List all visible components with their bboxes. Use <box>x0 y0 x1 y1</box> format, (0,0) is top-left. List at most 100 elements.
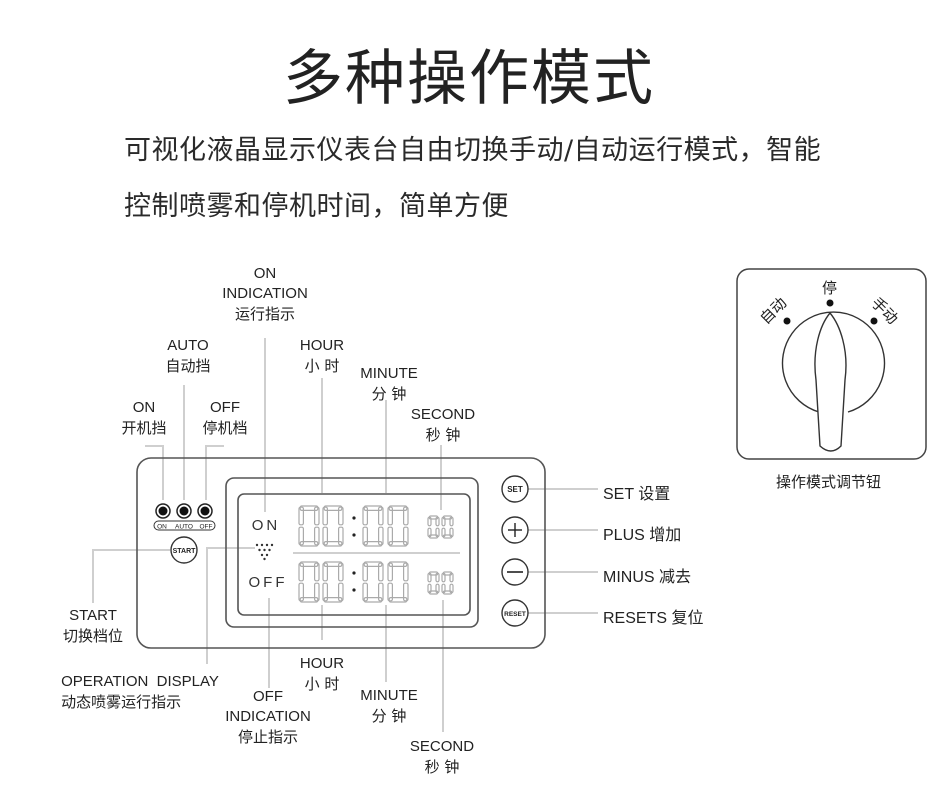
segment <box>298 506 305 526</box>
segment <box>435 572 440 583</box>
segment <box>363 540 383 547</box>
segment <box>338 562 344 582</box>
segment <box>363 505 383 512</box>
display-off-label: OFF <box>249 574 288 591</box>
segment <box>323 540 343 547</box>
segment <box>298 526 305 546</box>
segment <box>388 596 408 603</box>
callout-set: SET 设置 <box>603 486 671 503</box>
callout-on-indication: ON INDICATION 运行指示 <box>222 265 308 323</box>
digit-bottom-minute-2 <box>387 561 409 603</box>
callout-off-indication: OFF INDICATION 停止指示 <box>225 688 311 746</box>
description-line-2: 控制喷雾和停机时间，简单方便 <box>124 191 509 222</box>
segment <box>323 596 343 603</box>
leader-start <box>92 549 170 603</box>
segment <box>363 561 383 568</box>
segment <box>322 506 329 526</box>
segment <box>428 590 439 595</box>
segment <box>442 534 453 539</box>
knob-dot-manual <box>870 317 878 325</box>
indicator-label-strip <box>153 520 216 531</box>
segment <box>435 516 440 527</box>
callout-auto: AUTO 自动挡 <box>165 337 211 375</box>
digit-bottom-second-2 <box>441 571 454 595</box>
segment <box>323 505 343 512</box>
panel-outer-frame <box>136 457 546 649</box>
indicator-lights: ON AUTO OFF <box>153 503 216 531</box>
segment <box>387 526 394 546</box>
callout-operation-display: OPERATION DISPLAY 动态喷雾运行指示 <box>61 673 219 711</box>
segment <box>428 534 439 539</box>
segment <box>427 572 432 583</box>
start-button[interactable]: START <box>170 536 198 564</box>
callout-minus: MINUS 减去 <box>603 569 692 586</box>
callout-minute-bottom: MINUTE 分 钟 <box>360 687 418 725</box>
knob-caption: 操作模式调节钮 <box>776 473 882 491</box>
display-outer-frame <box>225 477 479 628</box>
digit-top-second-2 <box>441 515 454 539</box>
segment <box>449 572 454 583</box>
knob-label-stop: 停 <box>822 279 838 297</box>
segment <box>387 506 394 526</box>
segment <box>338 582 344 602</box>
segment <box>322 562 329 582</box>
callout-second-top: SECOND 秒 钟 <box>410 406 476 444</box>
reset-button[interactable]: RESET <box>501 599 529 627</box>
mode-knob-diagram <box>736 268 927 460</box>
segment <box>362 562 369 582</box>
set-button[interactable]: SET <box>501 475 529 503</box>
segment <box>299 561 319 568</box>
leader-on <box>145 445 164 500</box>
segment <box>403 562 409 582</box>
knob-dial <box>781 311 886 413</box>
segment <box>427 516 432 527</box>
segment <box>441 572 446 583</box>
segment <box>338 526 344 546</box>
segment <box>314 582 320 602</box>
segment <box>388 561 408 568</box>
segment <box>322 582 329 602</box>
segment <box>362 526 369 546</box>
segment <box>378 582 384 602</box>
digit-top-minute-1 <box>362 505 384 547</box>
segment <box>362 506 369 526</box>
segment <box>314 526 320 546</box>
display-inner-frame <box>237 493 471 616</box>
digit-bottom-hour-2 <box>322 561 344 603</box>
segment <box>299 505 319 512</box>
knob-dot-stop <box>826 299 834 307</box>
segment <box>441 516 446 527</box>
leader-operation-display <box>206 547 255 664</box>
segment <box>299 540 319 547</box>
segment <box>449 516 454 527</box>
callout-plus: PLUS 增加 <box>603 527 682 544</box>
segment <box>322 526 329 546</box>
indicator-auto-text: AUTO <box>175 524 193 531</box>
callout-hour-top: HOUR 小 时 <box>299 337 345 375</box>
set-button-label: SET <box>507 485 523 494</box>
digit-top-second-1 <box>427 515 440 539</box>
digit-bottom-minute-1 <box>362 561 384 603</box>
digit-top-hour-1 <box>298 505 320 547</box>
callout-start: START 切换档位 <box>62 607 124 645</box>
spray-dots-icon <box>255 543 274 561</box>
description-line-1: 可视化液晶显示仪表台自由切换手动/自动运行模式，智能 <box>124 135 822 166</box>
segment <box>378 526 384 546</box>
segment <box>314 506 320 526</box>
segment <box>403 526 409 546</box>
callout-resets: RESETS 复位 <box>603 610 704 627</box>
start-button-label: START <box>173 548 197 555</box>
time-colons <box>352 516 356 592</box>
indicator-on-text: ON <box>157 524 167 531</box>
callout-hour-bottom: HOUR 小 时 <box>299 655 345 693</box>
segment <box>299 596 319 603</box>
callout-minute-top: MINUTE 分 钟 <box>360 365 418 403</box>
plus-button[interactable] <box>501 516 529 544</box>
digit-bottom-second-1 <box>427 571 440 595</box>
callout-off: OFF 停机档 <box>202 399 248 437</box>
minus-button[interactable] <box>501 558 529 586</box>
indicator-off-text: OFF <box>200 524 213 531</box>
callout-lines <box>92 338 598 732</box>
callout-second-bottom: SECOND 秒 钟 <box>409 738 475 776</box>
